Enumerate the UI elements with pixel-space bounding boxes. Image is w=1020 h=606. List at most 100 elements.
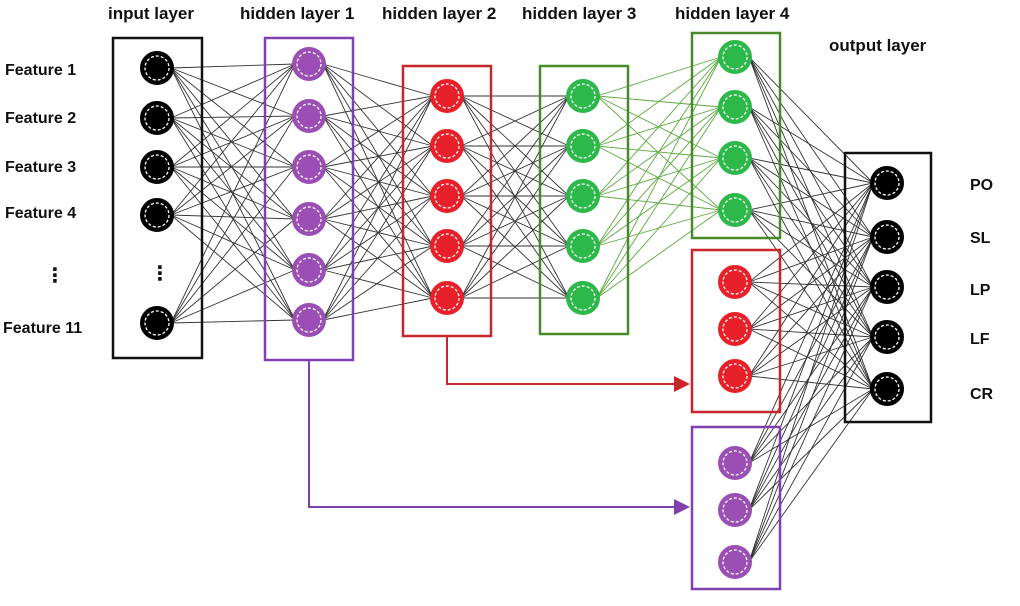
- connection-line: [322, 115, 434, 247]
- connection-line: [748, 209, 874, 338]
- connection-line: [170, 166, 296, 321]
- connection-line: [170, 319, 296, 324]
- feature-label: Feature 3: [5, 159, 76, 176]
- hidden-1-neuron: [292, 150, 326, 184]
- connection-line: [460, 145, 570, 247]
- input-neuron: [140, 198, 174, 232]
- connection-line: [322, 63, 434, 147]
- hidden-1-neuron: [292, 47, 326, 81]
- connection-line: [170, 115, 296, 168]
- connection-line: [748, 375, 874, 390]
- connection-line: [748, 328, 874, 338]
- hidden-1-neuron: [292, 99, 326, 133]
- connection-line: [748, 182, 874, 211]
- hidden-4-green-neuron: [718, 193, 752, 227]
- connection-line: [596, 157, 722, 299]
- output-neuron: [870, 320, 904, 354]
- connection-line: [170, 269, 296, 324]
- connection-line: [322, 195, 434, 321]
- connection-line: [170, 63, 296, 168]
- connection-line: [748, 56, 874, 238]
- connection-line: [748, 157, 874, 184]
- connection-line: [322, 95, 434, 220]
- connection-line: [748, 209, 874, 390]
- connection-line: [748, 236, 874, 464]
- connection-line: [748, 286, 874, 377]
- input-layer-title: input layer: [108, 4, 194, 23]
- hidden-4-red-neuron: [718, 312, 752, 346]
- connection-line: [460, 145, 570, 299]
- connection-line: [748, 157, 874, 238]
- hidden-1-neuron: [292, 253, 326, 287]
- hidden-layer-4-red-box: [690, 248, 782, 414]
- connection-line: [170, 63, 296, 119]
- connection-line: [170, 214, 296, 321]
- connection-line: [748, 56, 874, 184]
- connection-line: [170, 63, 296, 69]
- connection-line: [748, 182, 874, 563]
- output-layer-box: [843, 151, 933, 424]
- connection-line: [748, 182, 874, 511]
- connection-line: [596, 95, 722, 211]
- hidden-layer-1-title: hidden layer 1: [240, 4, 354, 23]
- hidden-4-green-neuron: [718, 141, 752, 175]
- connection-line: [748, 336, 874, 563]
- connection-line: [170, 166, 296, 324]
- neurons: [140, 40, 904, 579]
- input-neuron: [140, 51, 174, 85]
- hidden-4-green-neuron: [718, 90, 752, 124]
- connection-line: [748, 157, 874, 288]
- output-label: CR: [970, 386, 994, 403]
- connection-line: [322, 95, 434, 321]
- feature-label: Feature 2: [5, 110, 76, 127]
- hidden-2-neuron: [430, 179, 464, 213]
- connection-line: [748, 209, 874, 238]
- connection-line: [748, 388, 874, 563]
- hidden-3-neuron: [566, 129, 600, 163]
- input-neuron: [140, 101, 174, 135]
- connection-line: [596, 209, 722, 299]
- connection-line: [460, 95, 570, 197]
- connection-line: [322, 166, 434, 247]
- connection-line: [170, 115, 296, 216]
- hidden-4-purple-neuron: [718, 493, 752, 527]
- hidden-1-neuron: [292, 202, 326, 236]
- hidden-3-neuron: [566, 229, 600, 263]
- connection-line: [596, 106, 722, 299]
- connection-line: [748, 236, 874, 283]
- connection-line: [170, 218, 296, 324]
- output-neuron: [870, 270, 904, 304]
- output-label: LF: [970, 331, 990, 348]
- connection-line: [460, 245, 570, 299]
- connection-line: [596, 106, 722, 247]
- skip-connection-purple: [308, 360, 690, 515]
- connection-line: [748, 236, 874, 330]
- connection-line: [748, 286, 874, 330]
- connection-line: [322, 145, 434, 168]
- connection-line: [170, 67, 296, 220]
- connection-line: [748, 182, 874, 283]
- connection-line: [322, 63, 434, 97]
- hidden-1-neuron: [292, 303, 326, 337]
- connection-line: [460, 195, 570, 299]
- output-neuron: [870, 166, 904, 200]
- connections: [170, 56, 874, 563]
- connection-line: [322, 63, 434, 197]
- connection-line: [170, 214, 296, 271]
- hidden-3-neuron: [566, 281, 600, 315]
- connection-line: [748, 182, 874, 377]
- hidden-2-neuron: [430, 229, 464, 263]
- connection-line: [748, 388, 874, 464]
- connection-line: [748, 236, 874, 563]
- connection-line: [322, 63, 434, 247]
- connection-line: [170, 115, 296, 119]
- connection-line: [322, 115, 434, 197]
- skip-connection-red: [446, 336, 690, 392]
- connection-line: [322, 269, 434, 299]
- connection-line: [322, 95, 434, 168]
- hidden-layer-4-purple-box: [690, 425, 782, 591]
- connection-line: [322, 95, 434, 117]
- connection-line: [748, 336, 874, 377]
- connection-line: [596, 56, 722, 247]
